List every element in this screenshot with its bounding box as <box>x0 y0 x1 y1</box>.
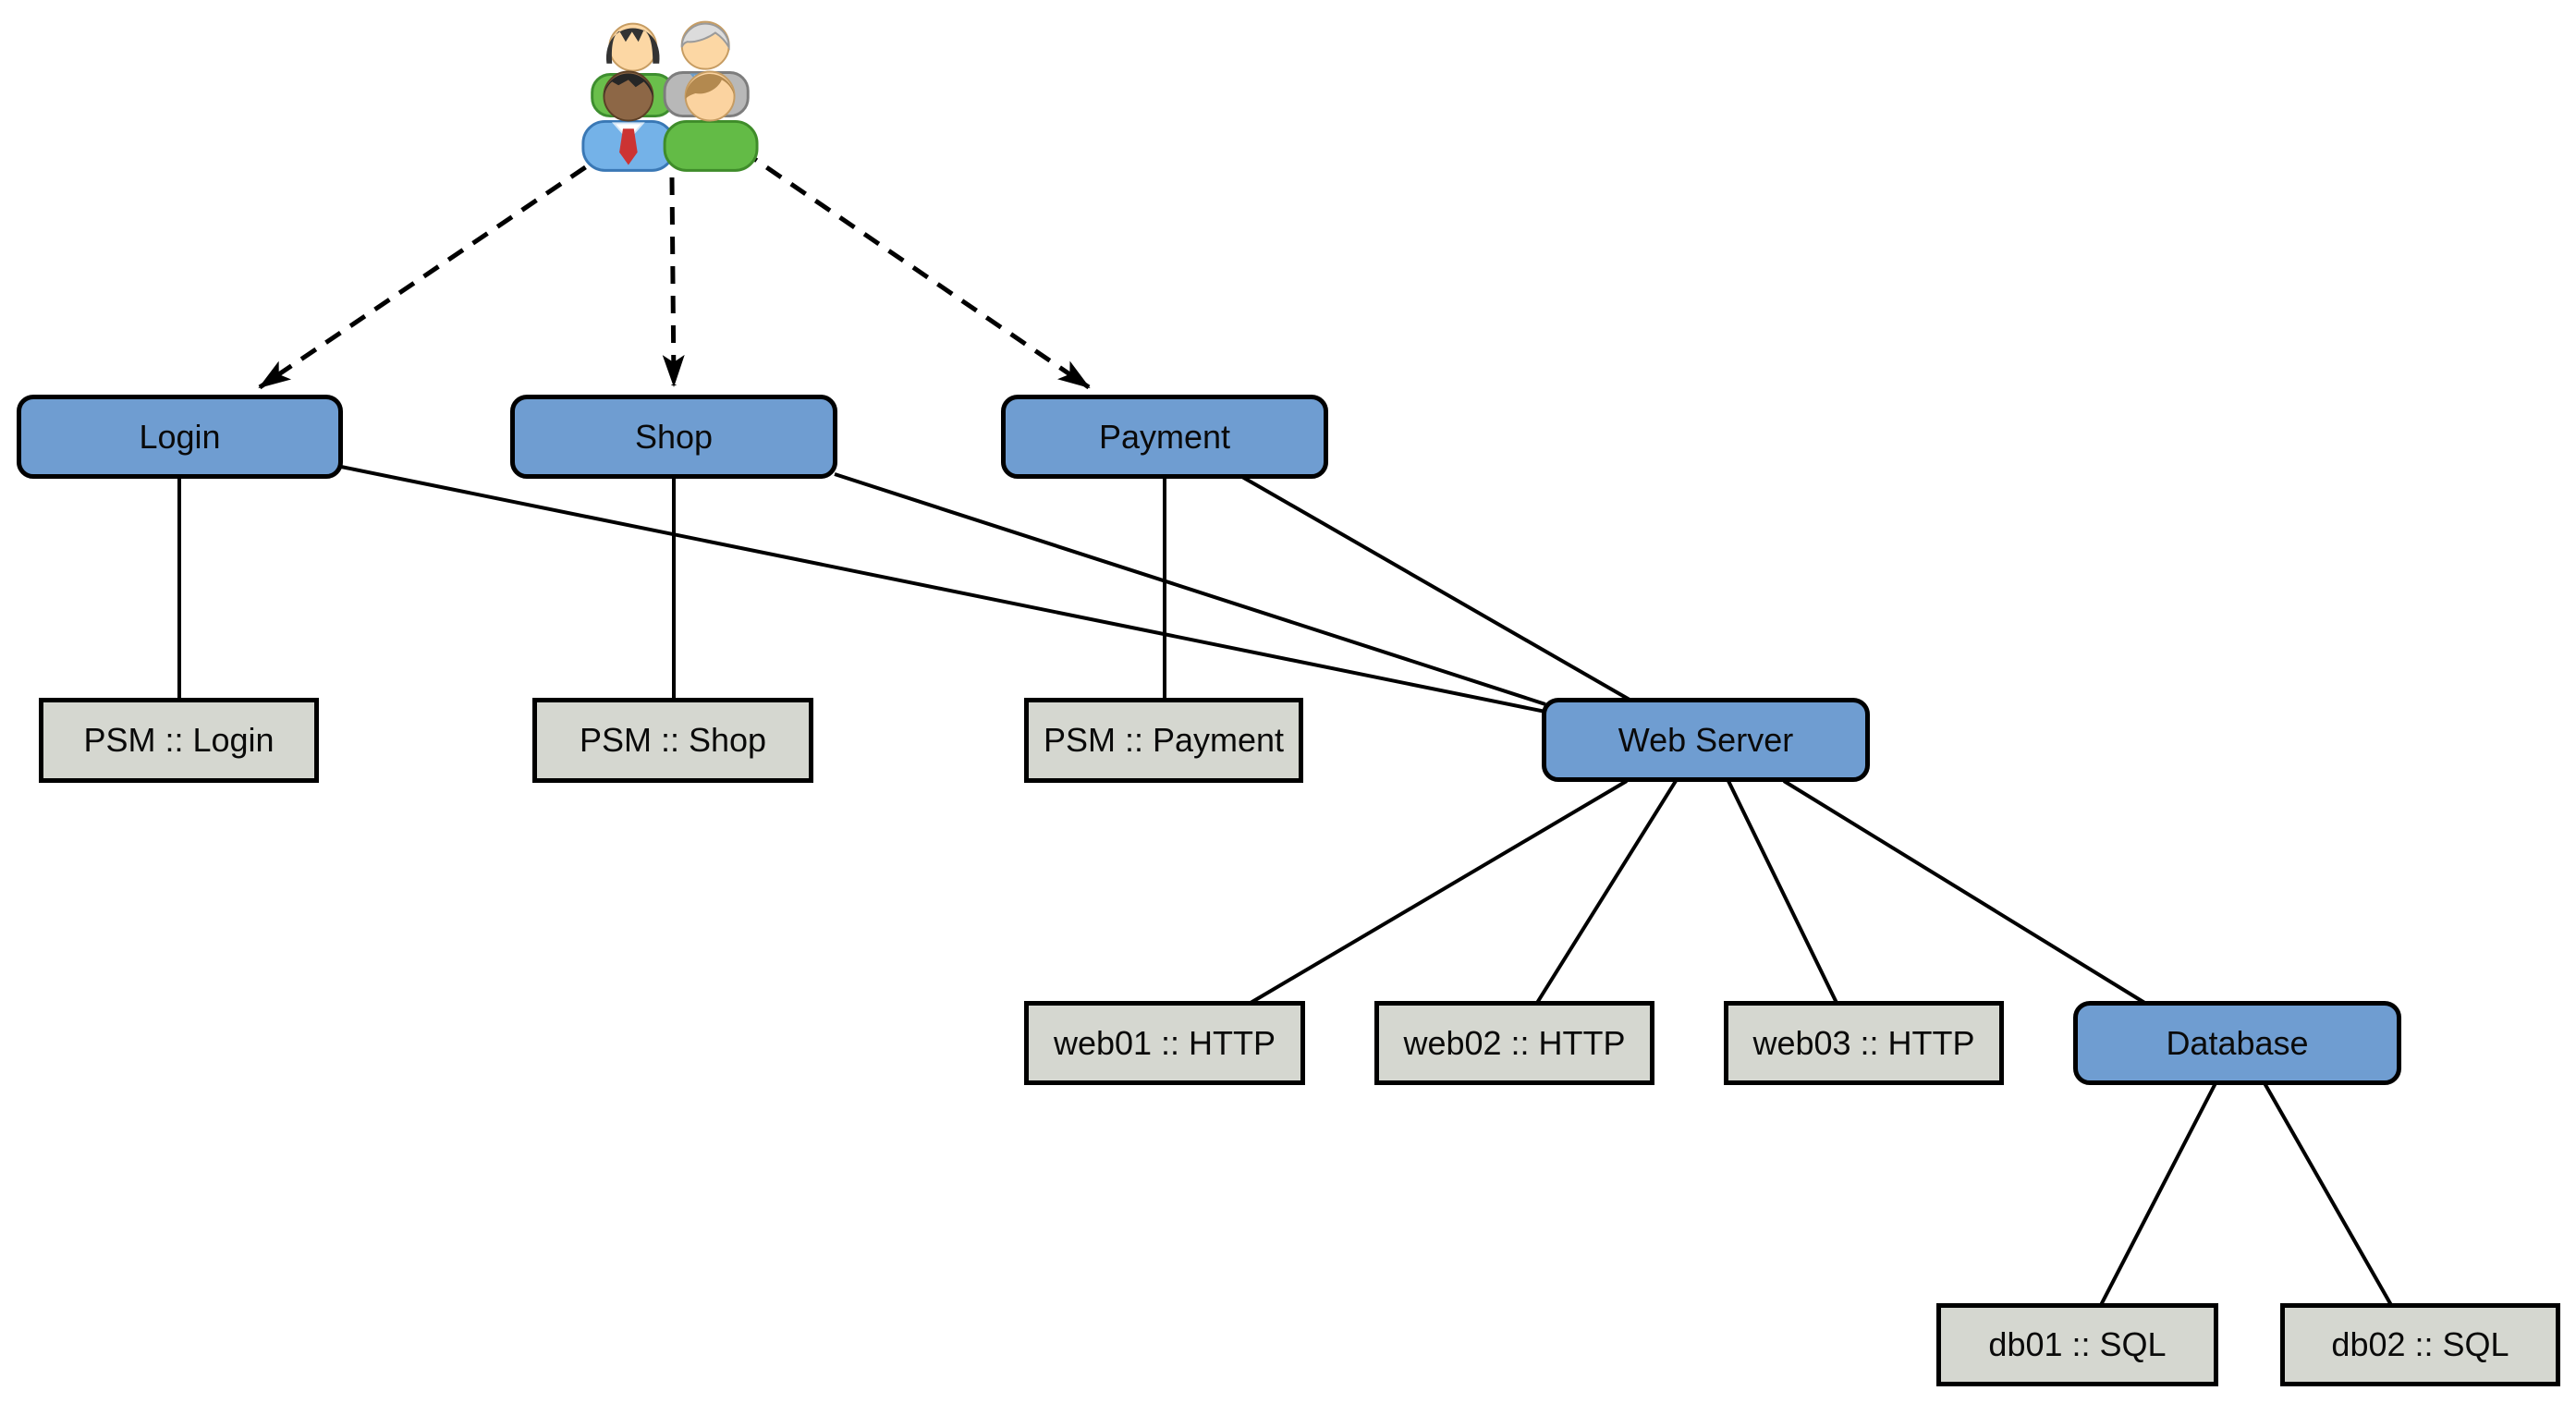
node-db01: db01 :: SQL <box>1936 1303 2218 1386</box>
edge-users-login <box>258 148 612 390</box>
edge-shop-web-server <box>834 472 1546 706</box>
node-web-server-label: Web Server <box>1618 720 1794 759</box>
node-db01-label: db01 :: SQL <box>1988 1325 2167 1363</box>
edge-web-server-web01 <box>1249 779 1629 1005</box>
edge-database-db02 <box>2263 1082 2393 1306</box>
node-psm-shop-label: PSM :: Shop <box>579 721 767 759</box>
edge-payment-web-server <box>1241 475 1630 702</box>
node-payment-label: Payment <box>1098 417 1231 456</box>
node-database: Database <box>2073 1001 2401 1085</box>
edge-users-shop <box>662 177 685 387</box>
node-psm-login-label: PSM :: Login <box>83 721 275 759</box>
edge-database-db01 <box>2099 1082 2217 1306</box>
user-person-green-icon <box>663 70 759 172</box>
node-web03-label: web03 :: HTTP <box>1752 1023 1975 1062</box>
node-payment: Payment <box>1001 395 1328 479</box>
node-psm-login: PSM :: Login <box>39 698 319 783</box>
node-shop-label: Shop <box>634 417 714 456</box>
node-web03: web03 :: HTTP <box>1724 1001 2004 1085</box>
node-psm-shop: PSM :: Shop <box>532 698 813 783</box>
node-web-server: Web Server <box>1542 698 1870 782</box>
node-web02-label: web02 :: HTTP <box>1403 1023 1626 1062</box>
node-database-label: Database <box>2166 1023 2309 1062</box>
node-psm-payment: PSM :: Payment <box>1024 698 1303 783</box>
node-web02: web02 :: HTTP <box>1374 1001 1654 1085</box>
node-psm-payment-label: PSM :: Payment <box>1043 721 1285 759</box>
edge-users-payment <box>740 148 1091 390</box>
node-shop: Shop <box>510 395 837 479</box>
node-db02: db02 :: SQL <box>2280 1303 2560 1386</box>
edge-web-server-database <box>1782 779 2148 1006</box>
node-web01: web01 :: HTTP <box>1024 1001 1305 1085</box>
node-login-label: Login <box>139 417 221 456</box>
users-group-icon <box>581 20 759 172</box>
edge-web-server-web02 <box>1535 779 1678 1005</box>
user-man-blue-icon <box>581 70 676 172</box>
node-db02-label: db02 :: SQL <box>2331 1325 2509 1363</box>
node-login: Login <box>17 395 343 479</box>
edge-login-web-server <box>340 465 1546 714</box>
edge-web-server-web03 <box>1727 780 1838 1004</box>
node-web01-label: web01 :: HTTP <box>1053 1023 1276 1062</box>
